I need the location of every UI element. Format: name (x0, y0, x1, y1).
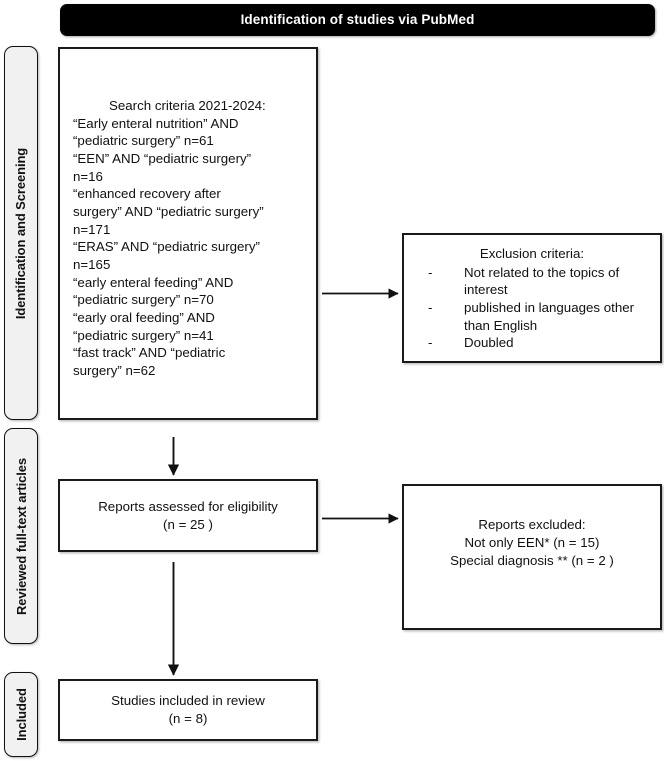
box-studies-included-in-review: Studies included in review (n = 8) (58, 679, 318, 741)
box-reports-assessed-for-eligibility: Reports assessed for eligibility (n = 25… (58, 479, 318, 552)
studies-included-text: Studies included in review (n = 8) (111, 693, 265, 726)
header-banner: Identification of studies via PubMed (60, 4, 655, 36)
stage-label-identification-and-screening: Identification and Screening (13, 147, 29, 319)
exclusion-item-text: published in languages other than Englis… (464, 300, 635, 333)
stage-bar-included: Included (4, 672, 38, 757)
reports-excluded-text: Reports excluded: Not only EEN* (n = 15)… (450, 517, 614, 568)
stage-label-included: Included (13, 688, 29, 741)
exclusion-criteria-list: - Not related to the topics of interest … (414, 264, 650, 352)
list-item: - Not related to the topics of interest (428, 264, 650, 299)
bullet-dash-icon: - (428, 335, 433, 351)
stage-bar-identification-and-screening: Identification and Screening (4, 46, 38, 420)
bullet-dash-icon: - (428, 264, 433, 280)
bullet-dash-icon: - (428, 300, 433, 316)
stage-label-reviewed-full-text-articles: Reviewed full-text articles (13, 457, 29, 615)
exclusion-item-text: Doubled (464, 335, 514, 351)
stage-bar-reviewed-full-text-articles: Reviewed full-text articles (4, 428, 38, 644)
exclusion-criteria-heading: Exclusion criteria: (479, 246, 585, 261)
box-reports-excluded: Reports excluded: Not only EEN* (n = 15)… (402, 484, 662, 630)
header-title: Identification of studies via PubMed (240, 11, 475, 27)
list-item: - published in languages other than Engl… (428, 299, 650, 334)
list-item: - Doubled (428, 334, 650, 352)
search-criteria-text: Search criteria 2021-2024: “Early entera… (73, 98, 266, 379)
exclusion-item-text: Not related to the topics of interest (464, 264, 620, 298)
eligibility-text: Reports assessed for eligibility (n = 25… (98, 498, 278, 532)
box-search-criteria: Search criteria 2021-2024: “Early entera… (58, 47, 318, 420)
box-exclusion-criteria: Exclusion criteria: - Not related to the… (402, 233, 662, 363)
